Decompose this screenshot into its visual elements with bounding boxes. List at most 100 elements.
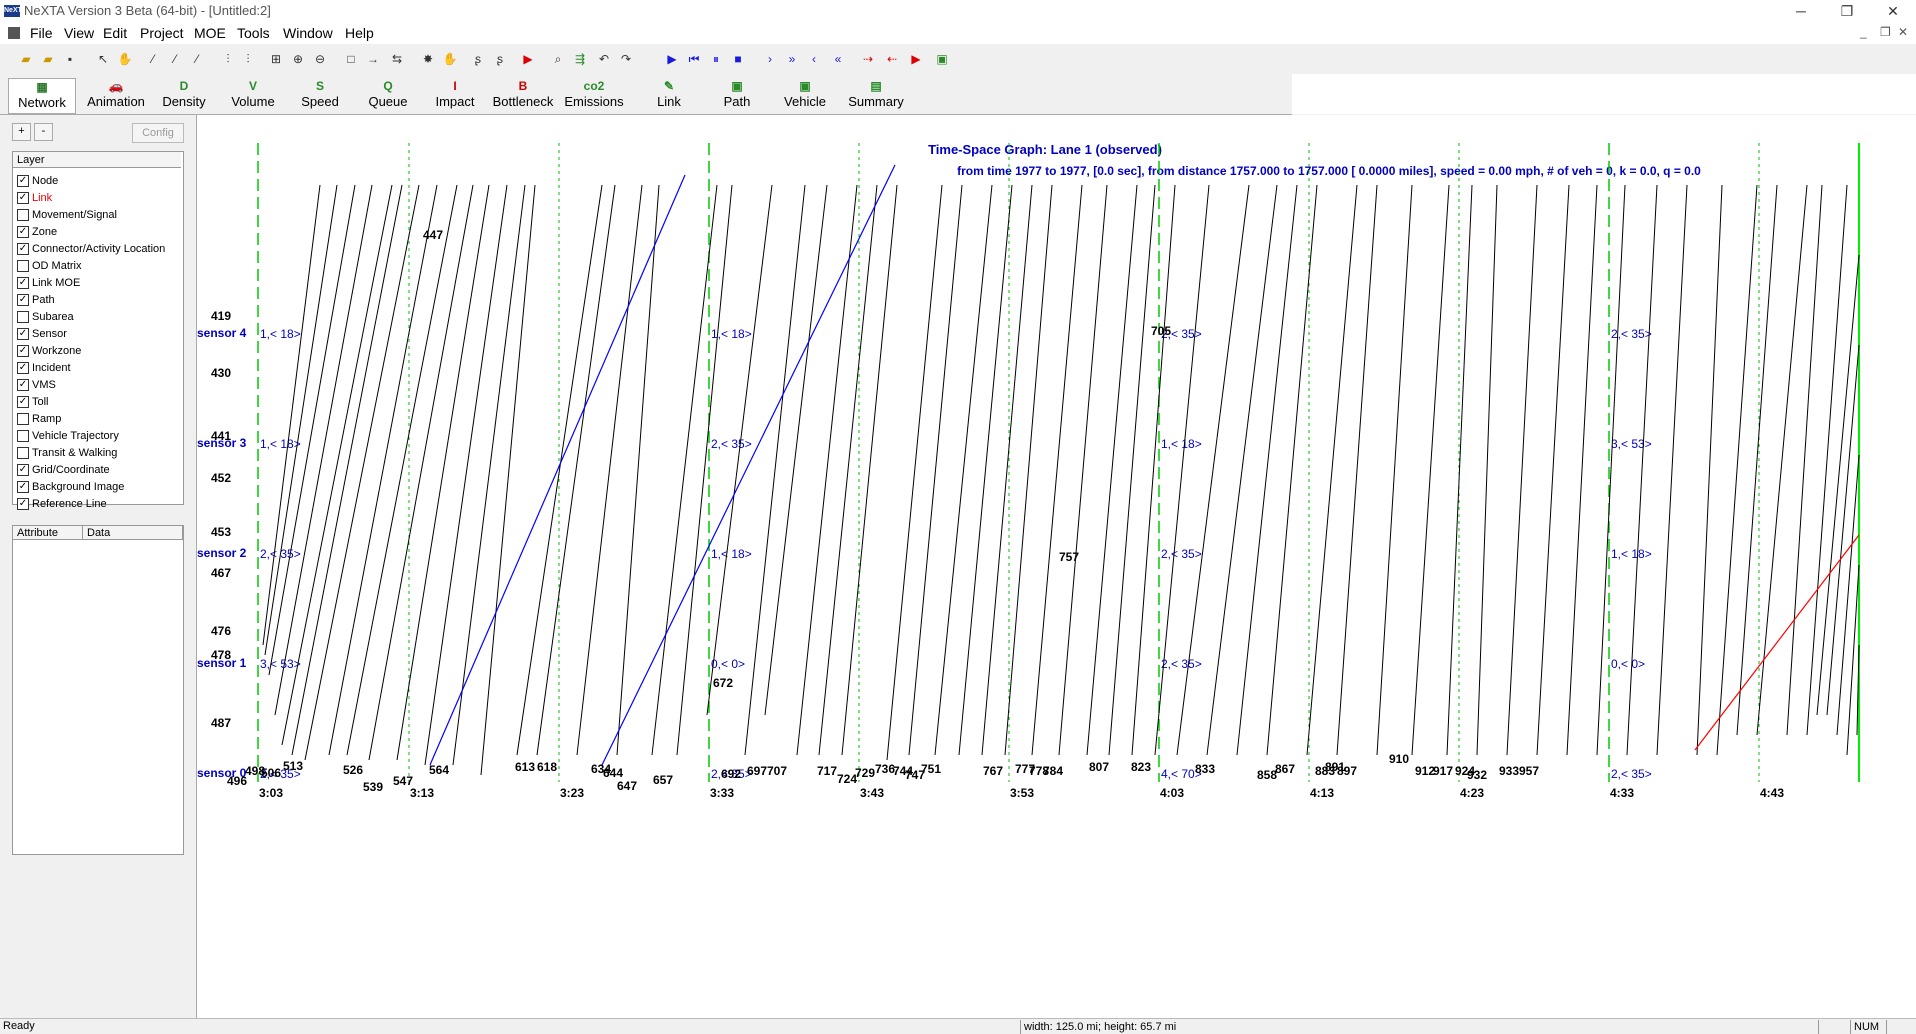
red-play-icon[interactable]: ▶	[911, 52, 921, 66]
fast-back-icon[interactable]: «	[834, 52, 842, 66]
checked-checkbox-icon[interactable]: ✓	[17, 378, 29, 391]
menu-help[interactable]: Help	[345, 25, 374, 41]
remove-layer-button[interactable]: -	[34, 123, 53, 141]
mdi-minimize-button[interactable]: _	[1860, 25, 1867, 39]
layer-item[interactable]: ✓Reference Line	[17, 495, 107, 512]
menu-moe[interactable]: MOE	[194, 25, 226, 41]
sensor-icon[interactable]: ʂ	[475, 52, 481, 66]
unchecked-checkbox-icon[interactable]	[17, 429, 29, 442]
node-icon[interactable]: □	[347, 52, 355, 66]
step-forward-icon[interactable]: ›	[768, 52, 772, 66]
restore-button[interactable]: ❐	[1840, 3, 1854, 19]
checked-checkbox-icon[interactable]: ✓	[17, 327, 29, 340]
mode-network-button[interactable]: ▦Network	[8, 78, 76, 114]
time-space-graph[interactable]: Time-Space Graph: Lane 1 (observed)from …	[197, 115, 1916, 1018]
checked-checkbox-icon[interactable]: ✓	[17, 191, 29, 204]
draw-link-icon[interactable]: ⁄	[151, 52, 154, 66]
redo-icon[interactable]: ↷	[620, 52, 632, 66]
checked-checkbox-icon[interactable]: ✓	[17, 497, 29, 510]
layer-item[interactable]: Ramp	[17, 410, 61, 427]
layer-item[interactable]: ✓Zone	[17, 223, 57, 240]
unchecked-checkbox-icon[interactable]	[17, 259, 29, 272]
save-icon[interactable]: ▪	[67, 52, 73, 66]
menu-window[interactable]: Window	[283, 25, 333, 41]
split-icon[interactable]: ⫶	[226, 52, 230, 66]
checked-checkbox-icon[interactable]: ✓	[17, 344, 29, 357]
fast-forward-icon[interactable]: »	[788, 52, 796, 66]
draw-link3-icon[interactable]: ⁄	[195, 52, 198, 66]
new-file-icon[interactable]: ▰	[21, 52, 31, 66]
two-way-icon[interactable]: ⇆	[391, 52, 403, 66]
layer-item[interactable]: ✓Workzone	[17, 342, 81, 359]
menu-edit[interactable]: Edit	[103, 25, 128, 41]
layer-item[interactable]: Transit & Walking	[17, 444, 117, 461]
layer-item[interactable]: OD Matrix	[17, 257, 82, 274]
graph-canvas[interactable]: Time-Space Graph: Lane 1 (observed)from …	[197, 115, 1916, 1018]
mode-summary-button[interactable]: ▤Summary	[844, 78, 908, 112]
pause-icon[interactable]: ⏸	[712, 52, 719, 66]
data-column-header[interactable]: Data	[83, 526, 183, 540]
red-forward-icon[interactable]: ⇢	[862, 52, 874, 66]
layer-item[interactable]: ✓Grid/Coordinate	[17, 461, 110, 478]
zoom-out-icon[interactable]: ⊖	[314, 52, 326, 66]
layer-item[interactable]: ✓Connector/Activity Location	[17, 240, 165, 257]
checked-checkbox-icon[interactable]: ✓	[17, 174, 29, 187]
split2-icon[interactable]: ⫶	[246, 52, 250, 66]
layer-item[interactable]: Movement/Signal	[17, 206, 117, 223]
menu-project[interactable]: Project	[140, 25, 184, 41]
mode-path-button[interactable]: ▣Path	[708, 78, 766, 112]
checked-checkbox-icon[interactable]: ✓	[17, 225, 29, 238]
close-button[interactable]: ✕	[1887, 3, 1899, 19]
mode-animation-button[interactable]: 🚗Animation	[80, 78, 152, 112]
attribute-column-header[interactable]: Attribute	[13, 526, 83, 540]
move-icon[interactable]: ✋	[442, 52, 458, 66]
layer-item[interactable]: ✓Sensor	[17, 325, 67, 342]
menu-file[interactable]: File	[30, 25, 53, 41]
undo-icon[interactable]: ↶	[598, 52, 610, 66]
red-back-icon[interactable]: ⇠	[886, 52, 898, 66]
mdi-close-button[interactable]: ✕	[1898, 25, 1909, 39]
checked-checkbox-icon[interactable]: ✓	[17, 293, 29, 306]
checked-checkbox-icon[interactable]: ✓	[17, 480, 29, 493]
unchecked-checkbox-icon[interactable]	[17, 446, 29, 459]
link-arrow-icon[interactable]: →	[367, 52, 379, 66]
checked-checkbox-icon[interactable]: ✓	[17, 242, 29, 255]
layer-item[interactable]: ✓Toll	[17, 393, 49, 410]
zone-icon[interactable]: ✸	[422, 52, 434, 66]
record-icon[interactable]: ▶	[523, 52, 533, 66]
sensor2-icon[interactable]: ʂ	[497, 52, 503, 66]
layer-item[interactable]: ✓Path	[17, 291, 55, 308]
screen-icon[interactable]: ▣	[936, 52, 948, 66]
draw-link2-icon[interactable]: ⁄	[173, 52, 176, 66]
select-arrow-icon[interactable]: ↖	[97, 52, 109, 66]
search-icon[interactable]: ⌕	[554, 52, 562, 66]
checked-checkbox-icon[interactable]: ✓	[17, 276, 29, 289]
checked-checkbox-icon[interactable]: ✓	[17, 463, 29, 476]
layer-item[interactable]: ✓Incident	[17, 359, 71, 376]
layer-item[interactable]: ✓Link MOE	[17, 274, 80, 291]
pan-hand-icon[interactable]: ✋	[117, 52, 133, 66]
rewind-icon[interactable]: ⏮	[688, 52, 700, 66]
layer-item[interactable]: ✓VMS	[17, 376, 56, 393]
unchecked-checkbox-icon[interactable]	[17, 310, 29, 323]
zoom-in-icon[interactable]: ⊕	[292, 52, 304, 66]
doc-icon[interactable]	[8, 27, 20, 39]
mode-link-button[interactable]: ✎Link	[640, 78, 698, 112]
stop-icon[interactable]: ■	[734, 52, 742, 66]
menu-view[interactable]: View	[64, 25, 95, 41]
play-icon[interactable]: ▶	[667, 52, 677, 66]
unchecked-checkbox-icon[interactable]	[17, 412, 29, 425]
add-layer-button[interactable]: +	[12, 123, 31, 141]
layer-item[interactable]: Vehicle Trajectory	[17, 427, 119, 444]
mdi-restore-button[interactable]: ❐	[1880, 25, 1891, 39]
step-back-icon[interactable]: ‹	[812, 52, 816, 66]
layer-item[interactable]: ✓Link	[17, 189, 52, 206]
config-button[interactable]: Config	[132, 123, 184, 143]
layer-item[interactable]: ✓Background Image	[17, 478, 124, 495]
zoom-fit-icon[interactable]: ⊞	[270, 52, 282, 66]
